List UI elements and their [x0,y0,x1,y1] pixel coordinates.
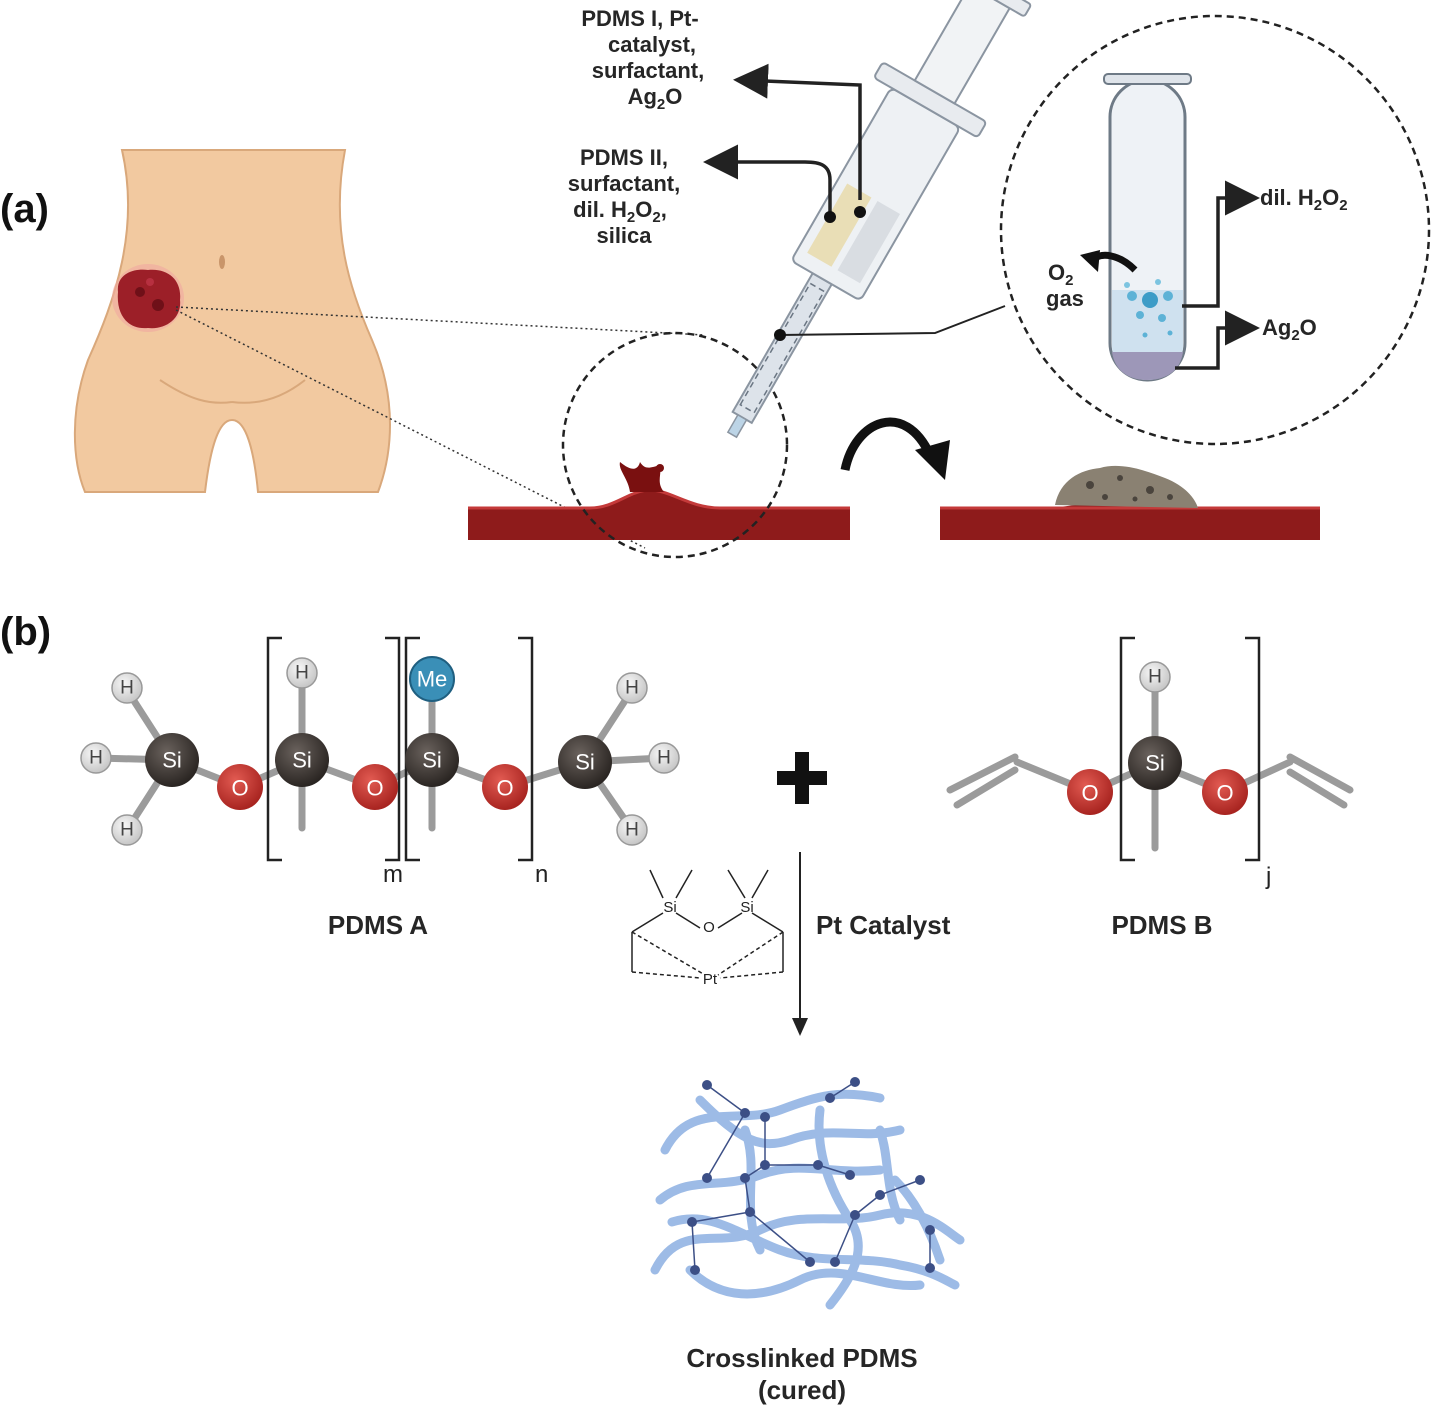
subscript-j: j [1265,863,1271,890]
product-label-line1: Crosslinked PDMS [686,1343,917,1373]
pdms-a-label: PDMS A [328,910,428,940]
svg-text:surfactant,: surfactant, [592,58,704,83]
mixer-leader [779,305,1006,336]
svg-text:H: H [89,748,103,769]
pdms-b-brackets [1119,636,1261,862]
pdms-a-atoms: H H H Si O H Si O Me Si O Si H H H [80,656,680,846]
gas-label: gas [1046,286,1084,311]
svg-text:O: O [1216,781,1233,806]
plus-icon [777,752,827,804]
subscript-m: m [383,861,403,888]
test-tube [1103,73,1192,382]
ag2o-label: Ag2O [1262,315,1317,344]
polymer-network-chains [650,1089,965,1310]
pdms-b-atoms: H O Si O [1067,661,1248,815]
svg-text:O: O [496,776,513,801]
svg-text:silica: silica [596,223,652,248]
svg-text:dil. H2O2,: dil. H2O2, [573,197,667,226]
svg-text:Si: Si [422,748,442,773]
svg-text:H: H [657,748,671,769]
svg-text:surfactant,: surfactant, [568,171,680,196]
svg-text:H: H [295,663,309,684]
double-barrel-syringe [726,0,1032,439]
svg-text:Ag2O: Ag2O [628,84,683,113]
process-arrow [840,417,935,472]
wound-focus-circle [561,331,789,559]
svg-text:Me: Me [417,667,448,692]
o2-label: O2 [1048,260,1073,289]
pdms2-label: PDMS II, surfactant, dil. H2O2, silica [568,145,680,248]
svg-text:Si: Si [162,748,182,773]
reaction-zoom-circle [999,14,1431,446]
product-label-line2: (cured) [758,1375,846,1405]
catalyst-o: O [703,919,715,936]
svg-text:catalyst,: catalyst, [608,32,696,57]
svg-text:H: H [120,820,134,841]
pdms2-leader [703,144,832,215]
panel-label-a: (a) [0,187,49,231]
pdms-b-label: PDMS B [1111,910,1212,940]
pdms1-leader [733,63,862,200]
svg-text:H: H [625,820,639,841]
catalyst-si-left: Si [663,899,676,916]
h2o2-label: dil. H2O2 [1260,185,1348,214]
svg-text:H: H [120,678,134,699]
pdms1-label: PDMS I, Pt- catalyst, surfactant, Ag2O [581,6,704,113]
tissue-sealed [940,465,1320,540]
h2o2-leader [1182,180,1260,308]
crosslink-nodes [687,1077,935,1275]
subscript-n: n [535,861,548,888]
svg-text:H: H [625,678,639,699]
svg-text:O: O [366,776,383,801]
svg-text:PDMS II,: PDMS II, [580,145,668,170]
pt-catalyst-label: Pt Catalyst [816,910,951,940]
svg-text:Si: Si [1145,751,1165,776]
catalyst-pt: Pt [703,971,718,988]
svg-text:O: O [231,776,248,801]
projection-line-top [175,306,706,336]
pt-catalyst-structure [631,869,784,979]
svg-text:PDMS I, Pt-: PDMS I, Pt- [581,6,698,31]
svg-text:O: O [1081,781,1098,806]
tissue-bleeding [468,462,850,540]
svg-text:Si: Si [575,750,595,775]
svg-text:H: H [1148,667,1162,688]
pdms-a-brackets [266,636,534,862]
svg-text:Si: Si [292,748,312,773]
panel-label-b: (b) [0,610,51,654]
torso-illustration [73,149,391,493]
ag2o-leader [1175,310,1260,370]
catalyst-si-right: Si [740,899,753,916]
